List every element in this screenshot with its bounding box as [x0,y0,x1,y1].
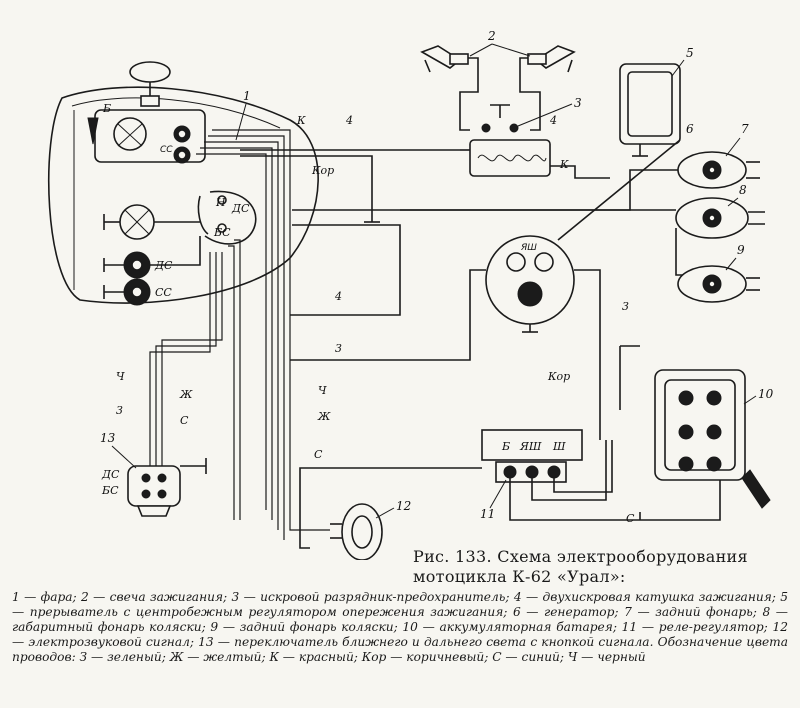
leader-3 [517,103,573,127]
main-harness [149,129,330,540]
breaker [619,63,681,157]
leader-2a [469,43,493,57]
instrument-lamp [103,204,200,240]
callout-13: 13 [100,431,116,445]
headlight-terminal-ss: СС [160,145,173,155]
wire-label-ch-left: Ч [116,370,125,383]
wire-label-ch-mid: Ч [318,384,327,397]
wire-label-4-mid: 4 [334,290,342,303]
wiring-schematic: Б СС Н ДС БС ДС СС [47,29,774,560]
switch-terminal-ds: ДС [101,468,120,481]
callout-6: 6 [686,122,694,136]
regulator-terminal-b: Б [501,440,510,453]
wire-label-s-left: С [180,414,189,427]
leader-13 [111,445,137,469]
wire-label-k-top: К [296,114,306,127]
lamp-ss-label: СС [155,286,172,299]
callout-2: 2 [487,29,496,43]
ignition-coil [460,139,610,179]
switch-terminal-bs: БС [101,484,119,497]
callout-7: 7 [741,122,749,136]
headlight-terminal-n: Н [215,196,226,209]
generator-terminal-yash: ЯШ [520,243,537,253]
light-switch [127,458,207,517]
wire-label-3-right: 3 [622,300,629,313]
headlight-terminal-ds: ДС [231,202,250,215]
callout-3: 3 [574,96,582,110]
regulator-terminal-yash: ЯШ [519,440,542,453]
generator [290,139,681,440]
rear-light [677,151,760,189]
leader-5 [671,59,685,77]
headlight-terminal-block [197,190,257,245]
headlight-switch-knob [129,61,171,107]
headlight-bulbs [103,236,201,306]
wire-label-s-mid: С [314,448,323,461]
leader-8 [727,197,739,207]
leader-10 [743,395,757,405]
leader-11 [489,479,507,509]
wire-label-4-top: 4 [345,114,353,127]
leader-7 [725,137,741,157]
wire-label-3-left: 3 [116,404,123,417]
regulator-terminal-sh: Ш [552,440,566,453]
spark-gap-fuse [481,104,519,133]
callout-11: 11 [480,507,495,521]
spark-plugs [420,45,576,131]
callout-8: 8 [739,183,747,197]
wire-label-k-coil: К [559,158,569,171]
callout-9: 9 [737,243,745,257]
headlight-terminal-b: Б [102,102,111,115]
leader-12 [375,507,395,519]
callout-5: 5 [686,46,694,60]
leader-1 [235,103,247,141]
figure-caption-title: Рис. 133. Схема электрооборудования мото… [413,547,748,586]
callout-1: 1 [243,89,251,103]
wire-label-3-mid: 3 [335,342,342,355]
wire-label-4-coil: 4 [549,114,557,127]
battery [619,345,771,509]
wire-label-zh-left: Ж [179,388,193,401]
headlight-terminal-bs: БС [213,226,231,239]
electric-horn [330,503,383,560]
wire-label-s-bottom: С [626,512,635,525]
lamp-ds-label: ДС [154,259,173,272]
leader-2b [491,43,531,57]
wire-label-zh-mid: Ж [317,410,331,423]
callout-10: 10 [758,387,774,401]
callout-12: 12 [396,499,411,513]
wire-label-kor-top: Кор [311,164,334,177]
sidecar-rear-light [677,265,760,303]
horn-feed-wire [299,510,310,549]
leader-9 [725,257,737,271]
wire-label-kor-right: Кор [547,370,570,383]
sidecar-marker-light [400,197,765,276]
figure-legend: 1 — фара; 2 — свеча зажигания; 3 — искро… [12,590,788,664]
relay-regulator [299,429,721,521]
ignition-switch [87,109,206,164]
